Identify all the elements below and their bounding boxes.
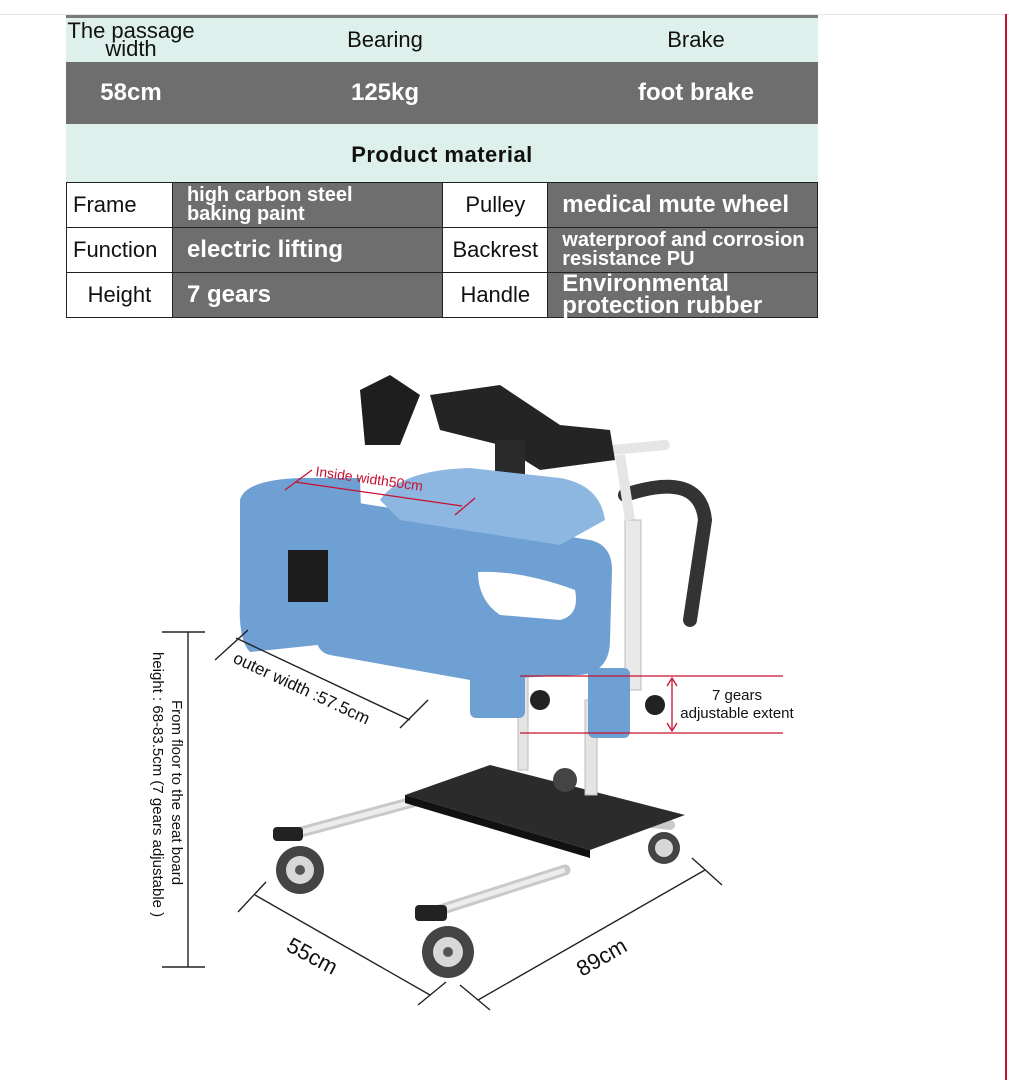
handle-value: Environmental protection rubber [547, 272, 818, 318]
function-value: electric lifting [171, 227, 444, 273]
base-frame-illustration [273, 765, 685, 978]
material-row-function: Function electric lifting Backrest water… [66, 227, 818, 273]
frame-value: high carbon steel baking paint [171, 182, 444, 228]
material-row-height: Height 7 gears Handle Environmental prot… [66, 272, 818, 318]
material-row-frame: Frame high carbon steel baking paint Pul… [66, 182, 818, 228]
function-label: Function [66, 227, 173, 273]
blue-seat-illustration [239, 468, 665, 738]
brake-value: foot brake [637, 79, 754, 106]
material-table: Frame high carbon steel baking paint Pul… [66, 182, 818, 318]
height-value: 7 gears [171, 272, 444, 318]
material-title: Product material [351, 141, 533, 167]
dimension-lines [162, 629, 723, 1011]
gears-label-line1: 7 gears [712, 687, 762, 704]
passage-width-header: The passage width [67, 18, 195, 61]
spec-table: The passage width Bearing Brake 58cm 125… [66, 15, 818, 185]
right-red-border [1005, 14, 1007, 1080]
length-label: 89cm [572, 933, 631, 982]
passage-width-value: 58cm [100, 79, 162, 106]
floor-height-label-line2: height : 68-83.5cm (7 gears adjustable ) [149, 652, 166, 917]
handle-label: Handle [442, 272, 549, 318]
frame-label: Frame [66, 182, 173, 228]
spec-header-row: The passage width Bearing Brake [66, 15, 818, 62]
brake-header: Brake [667, 27, 725, 52]
outer-width-label: outer width :57.5cm [230, 648, 372, 728]
floor-height-label-line1: From floor to the seat board [168, 700, 185, 885]
material-title-row: Product material [66, 124, 818, 185]
pulley-label: Pulley [442, 182, 549, 228]
backrest-label: Backrest [442, 227, 549, 273]
backrest-value: waterproof and corrosion resistance PU [547, 227, 818, 273]
pulley-value: medical mute wheel [547, 182, 818, 228]
top-divider [0, 14, 1009, 15]
gears-label-line2: adjustable extent [680, 705, 794, 722]
bearing-value: 125kg [350, 79, 420, 106]
height-label: Height [66, 272, 173, 318]
product-figure: Inside width50cm outer width :57.5cm 7 g… [149, 375, 795, 1011]
spec-value-row: 58cm 125kg foot brake [66, 62, 818, 124]
armrest-illustration [360, 375, 615, 475]
red-dimension-lines [284, 469, 783, 734]
bearing-header: Bearing [347, 27, 423, 52]
